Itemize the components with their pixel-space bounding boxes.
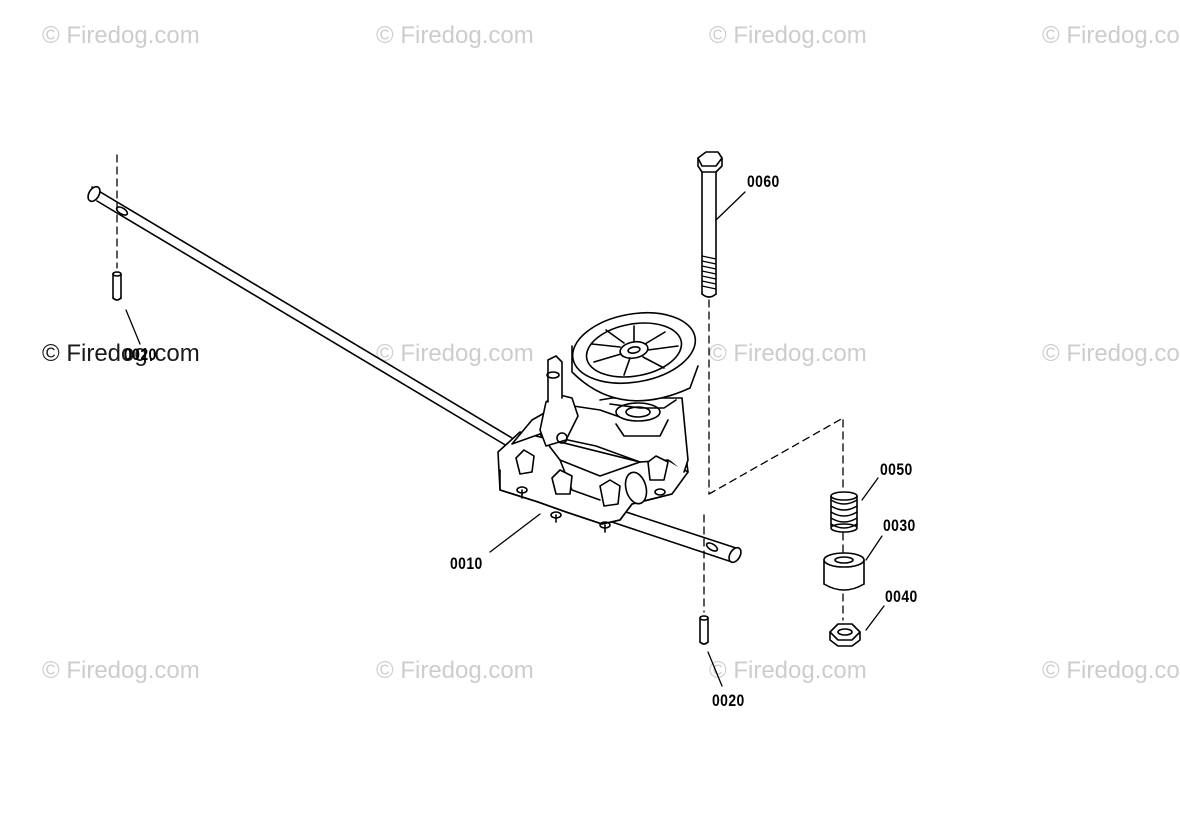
callout-0020-left: 0020: [124, 345, 157, 364]
assembly-dash-lines: [116, 154, 844, 621]
callout-0020-right: 0020: [712, 691, 745, 710]
watermark: © Firedog.com: [376, 340, 534, 367]
roll-pin-right: [699, 615, 709, 645]
watermark: © Firedog.com: [1042, 22, 1180, 49]
watermark: © Firedog.com: [709, 657, 867, 684]
spacer-0030: [823, 552, 865, 591]
callout-0010: 0010: [450, 554, 483, 573]
callout-0030: 0030: [883, 516, 916, 535]
watermark: © Firedog.com: [709, 340, 867, 367]
bolt-0060: [697, 151, 723, 298]
watermark: © Firedog.com: [376, 657, 534, 684]
watermark: © Firedog.com: [709, 22, 867, 49]
input-pulley: [571, 312, 699, 473]
watermark: © Firedog.com: [42, 340, 200, 367]
watermark: © Firedog.com: [42, 22, 200, 49]
roll-pin-left: [112, 271, 122, 301]
watermark: © Firedog.com: [42, 657, 200, 684]
transmission-housing: [497, 355, 689, 533]
watermark: © Firedog.com: [1042, 340, 1180, 367]
callout-0040: 0040: [885, 587, 918, 606]
axle-shaft: [87, 185, 742, 564]
watermark: © Firedog.com: [376, 22, 534, 49]
leader-lines: [125, 191, 885, 687]
callout-0050: 0050: [880, 460, 913, 479]
nut-0040: [829, 623, 861, 647]
callout-0060: 0060: [747, 172, 780, 191]
watermark: © Firedog.com: [1042, 657, 1180, 684]
spring-0050: [830, 491, 858, 533]
